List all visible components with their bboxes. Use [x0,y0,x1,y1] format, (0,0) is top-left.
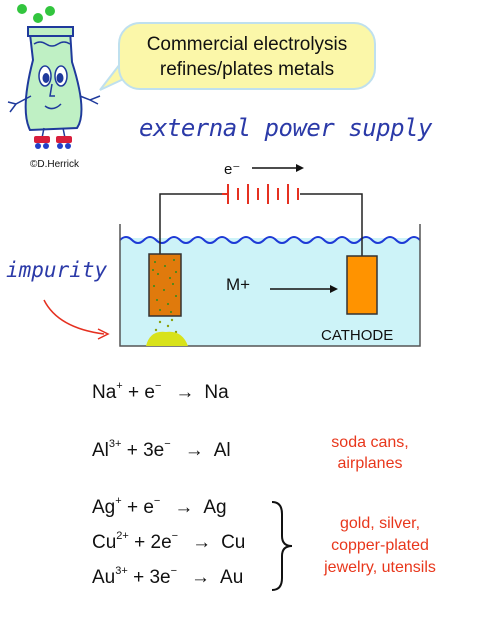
impurity-pointer-arrow-icon [43,299,110,340]
precious-metal-uses-note: gold, silver, copper-plated jewelry, ute… [324,515,436,576]
anode-wire [159,193,228,256]
cathode-label: CATHODE [321,327,394,344]
cathode-electrode [346,255,378,315]
equation-copper: Cu2+ + 2e−→Cu [92,530,246,554]
electron-flow-arrow-icon [252,164,304,172]
electron-label: e⁻ [224,161,241,178]
battery-icon [222,184,299,204]
aluminum-uses-note: soda cans, airplanes [331,434,409,472]
impurity-sludge [146,331,188,346]
equation-gold: Au3+ + 3e−→Au [92,565,244,589]
author-credit: ©D.Herrick [30,159,80,170]
electrolysis-tank [119,224,421,347]
impure-anode [148,253,182,317]
equation-aluminum: Al3+ + 3e−→Al [92,438,231,462]
flask-mascot-icon [7,4,101,149]
brace-icon [271,501,293,591]
ion-flow-arrow-icon [270,285,338,293]
bubble-line-2: refines/plates metals [159,59,335,80]
anode-speckles [152,259,177,313]
metal-ion-label: M+ [226,275,251,294]
speech-bubble: Commercial electrolysis refines/plates m… [118,22,376,90]
electrolysis-cell-diagram [43,164,421,347]
equation-sodium: Na+ + e−→Na [92,380,229,404]
impurity-label: impurity [6,258,108,282]
equation-silver: Ag+ + e−→Ag [92,495,227,519]
bubble-line-1: Commercial electrolysis [146,34,348,55]
external-power-label: external power supply [139,114,432,142]
cathode-wire [300,193,363,256]
electrolyte-surface-wave [119,236,421,244]
